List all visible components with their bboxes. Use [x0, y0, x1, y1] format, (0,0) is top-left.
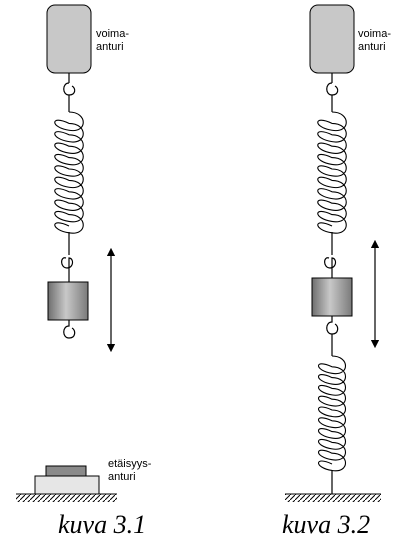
mass-hook-bottom-1: [63, 320, 76, 339]
distance-sensor-top: [45, 465, 87, 477]
sensor-hook-2: [326, 73, 339, 96]
spring-1: [54, 111, 84, 234]
spring-coil-path: [54, 111, 84, 234]
force-sensor-2: [309, 4, 355, 74]
mass-hook-top-2: [324, 257, 337, 278]
ground-hatch-2: [285, 494, 381, 502]
distance-sensor-label: etäisyys- anturi: [108, 458, 152, 483]
force-sensor-label-1: voima- anturi: [96, 28, 130, 53]
caption-figure-3-1: kuva 3.1: [58, 510, 147, 539]
force-sensor-1: [46, 4, 92, 74]
force-sensor-label-2: voima- anturi: [358, 28, 392, 53]
figure-3-2: [285, 4, 381, 502]
spring-2-upper: [317, 111, 347, 234]
spring-coil-path: [317, 111, 347, 234]
caption-figure-3-2: kuva 3.2: [282, 510, 371, 539]
spring-2-lower: [317, 355, 347, 472]
ground-hatch-1: [16, 494, 117, 502]
mass-hook-bottom-2: [326, 316, 339, 335]
sensor-hook-1: [63, 73, 76, 96]
mass-hook-top-1: [61, 257, 74, 282]
mass-1: [47, 281, 89, 321]
spring-coil-path: [317, 355, 347, 472]
distance-sensor-base: [34, 475, 100, 495]
mass-2: [311, 277, 353, 317]
figure-3-1: [16, 4, 117, 502]
